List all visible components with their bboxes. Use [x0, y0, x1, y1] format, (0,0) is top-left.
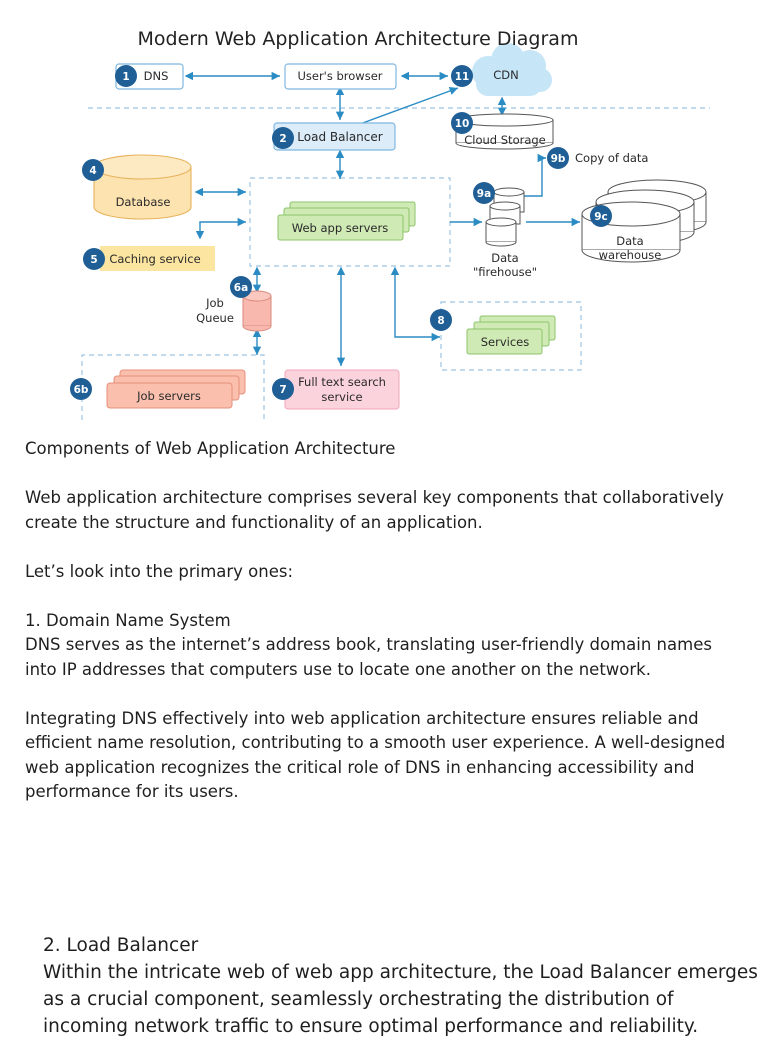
services-node — [466, 315, 556, 355]
badge-search — [272, 378, 294, 400]
badge-caching — [83, 248, 105, 270]
diagram-canvas: DNS User's browser CDN Load Balancer Clo… — [70, 43, 710, 420]
job-queue-node — [242, 290, 272, 332]
badge-dns-text: 1 — [122, 71, 129, 83]
data-warehouse-label-line2: warehouse — [599, 248, 662, 262]
webapp-services-arrow — [390, 266, 440, 342]
badge-copy — [547, 147, 569, 169]
services-label: Services — [481, 335, 530, 349]
badge-cloud-storage — [451, 112, 473, 134]
badge-warehouse-text: 9c — [594, 211, 608, 223]
copy-of-data-label: Copy of data — [575, 151, 648, 165]
badge-copy-text: 9b — [551, 153, 566, 165]
intro-paragraph: Web application architecture comprises s… — [25, 488, 724, 532]
job-servers-group — [81, 354, 265, 420]
architecture-diagram: DNS User's browser CDN Load Balancer Clo… — [0, 0, 768, 430]
article-body-continued: 2. Load Balancer Within the intricate we… — [43, 932, 763, 1040]
badge-job-servers — [70, 378, 92, 400]
job-queue-label-line1: Job — [205, 296, 224, 310]
dns-paragraph: DNS serves as the internet’s address boo… — [25, 635, 712, 679]
badge-services-text: 8 — [437, 315, 444, 327]
caching-service-label: Caching service — [109, 252, 200, 266]
web-app-servers-node — [277, 201, 416, 241]
data-warehouse-node — [581, 179, 707, 263]
badge-job-queue-text: 6a — [234, 282, 248, 294]
badge-job-servers-text: 6b — [74, 384, 89, 396]
job-queue-label-line2: Queue — [196, 311, 234, 325]
badge-cdn — [451, 65, 473, 87]
load-balancer-label: Load Balancer — [297, 130, 382, 144]
load-balancer-paragraph: Within the intricate web of web app arch… — [43, 962, 758, 1037]
cloud-storage-label: Cloud Storage — [464, 133, 546, 147]
badge-database — [82, 159, 104, 181]
browser-node — [284, 63, 397, 90]
badge-cdn-text: 11 — [455, 71, 470, 83]
badge-dns — [115, 65, 137, 87]
firehouse-copy-arrow — [520, 153, 546, 197]
load-balancer-heading: 2. Load Balancer — [43, 935, 199, 956]
badges: 1 11 2 10 9b 4 9a 9c 5 6a 8 6b 7 — [70, 65, 612, 400]
section-title: Components of Web Application Architectu… — [25, 439, 396, 458]
full-text-search-label-line1: Full text search — [298, 375, 386, 389]
data-firehouse-label-line1: Data — [491, 251, 518, 265]
full-text-search-label-line2: service — [321, 390, 362, 404]
badge-job-queue — [230, 276, 252, 298]
database-label: Database — [116, 195, 171, 209]
badge-warehouse — [590, 205, 612, 227]
cdn-label: CDN — [493, 68, 519, 82]
dns-label: DNS — [144, 69, 169, 83]
job-servers-label: Job servers — [136, 389, 201, 403]
badge-caching-text: 5 — [90, 254, 97, 266]
badge-load-balancer — [272, 127, 294, 149]
caching-service-node — [100, 246, 215, 271]
job-servers-node — [106, 369, 246, 409]
lb-cdn-arrow — [359, 86, 459, 125]
services-group — [440, 301, 582, 371]
database-node — [93, 154, 192, 220]
diagram-title: Modern Web Application Architecture Diag… — [137, 28, 579, 50]
data-firehouse-label-line2: "firehouse" — [473, 265, 537, 279]
dns-paragraph-2: Integrating DNS effectively into web app… — [25, 708, 726, 802]
connectors — [184, 71, 580, 366]
badge-cloud-storage-text: 10 — [455, 118, 470, 130]
article-body: Components of Web Application Architectu… — [25, 437, 745, 805]
badge-load-balancer-text: 2 — [279, 133, 286, 145]
cache-webapp-arrow — [195, 217, 246, 240]
badge-firehouse-text: 9a — [477, 188, 491, 200]
web-app-servers-label: Web app servers — [292, 221, 388, 235]
badge-services — [430, 309, 452, 331]
data-firehouse-node — [485, 187, 525, 247]
lead-paragraph: Let’s look into the primary ones: — [25, 561, 294, 581]
dns-heading: 1. Domain Name System — [25, 610, 231, 630]
badge-firehouse — [473, 182, 495, 204]
cloud-storage-node — [455, 113, 554, 150]
data-warehouse-label-line1: Data — [616, 234, 643, 248]
badge-search-text: 7 — [279, 384, 286, 396]
cdn-cloud — [472, 43, 552, 96]
browser-label: User's browser — [297, 69, 382, 83]
badge-database-text: 4 — [89, 165, 96, 177]
